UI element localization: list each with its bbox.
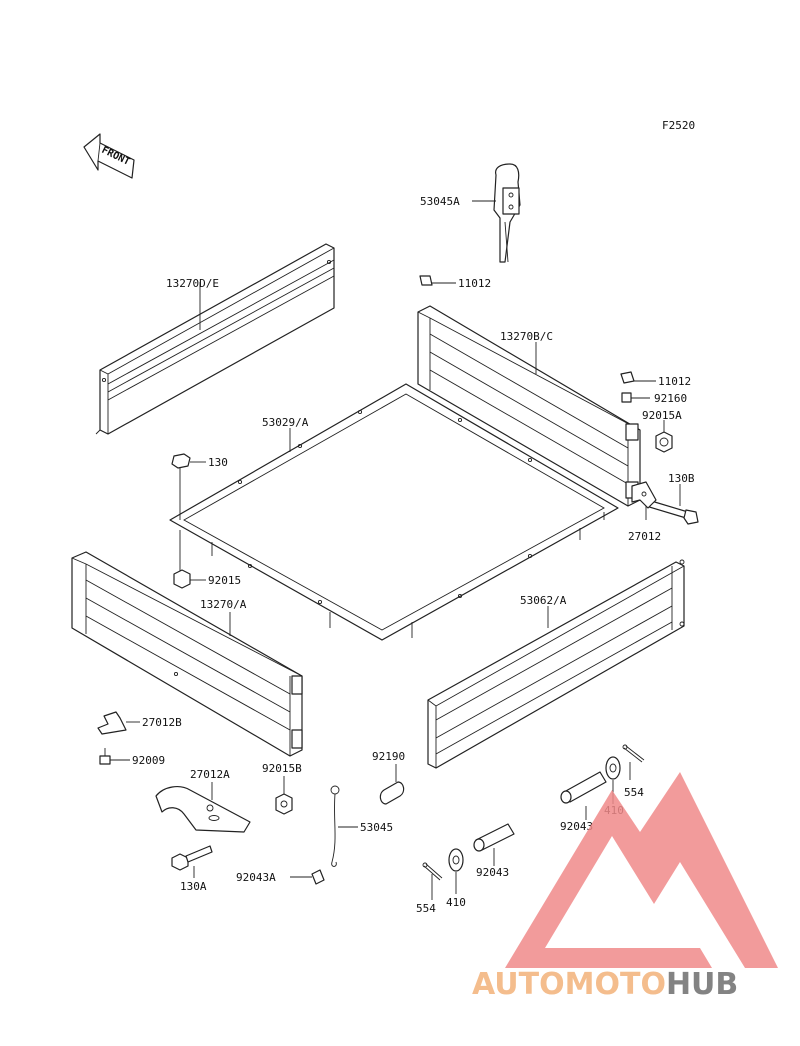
watermark-triangle-icon	[505, 772, 778, 968]
svg-text:AUTOMOTOHUB: AUTOMOTOHUB	[472, 967, 738, 1002]
callout-92190: 92190	[372, 750, 405, 763]
leader-lines	[110, 200, 681, 900]
callout-53045A: 53045A	[420, 195, 460, 208]
callout-13270DE: 13270D/E	[166, 277, 219, 290]
callout-27012B: 27012B	[142, 716, 182, 729]
pin-92043A	[311, 869, 325, 885]
callout-92015B: 92015B	[262, 762, 302, 775]
cotter-pin-554-right	[622, 744, 645, 763]
latch-plate-27012A	[155, 786, 251, 833]
side-panel-13270A	[71, 551, 303, 757]
cable-53045	[330, 785, 340, 867]
rubber-cap-11012-right	[620, 371, 635, 384]
washer-410-right	[605, 756, 621, 780]
callout-130: 130	[208, 456, 228, 469]
nut-92015	[173, 569, 191, 589]
callout-53045: 53045	[360, 821, 393, 834]
hinge-pin-92043-right	[560, 771, 607, 804]
front-arrow-icon: FRONT	[83, 133, 135, 179]
callout-27012A: 27012A	[190, 768, 230, 781]
front-gate-53062A	[427, 559, 685, 769]
nut-92015B	[275, 793, 293, 815]
callout-27012: 27012	[628, 530, 661, 543]
screw-92009	[99, 748, 111, 765]
rubber-cap-11012-top	[419, 275, 433, 286]
callout-92160: 92160	[654, 392, 687, 405]
callout-554-right: 554	[624, 786, 644, 799]
rear-gate-13270DE	[95, 243, 335, 435]
callout-13270BC: 13270B/C	[500, 330, 553, 343]
washer-410-left	[448, 848, 464, 872]
figure-code: F2520	[662, 119, 695, 132]
cushion-92160	[621, 392, 632, 403]
callout-554-left: 554	[416, 902, 436, 915]
hinge-pin-92043-mid	[473, 823, 515, 852]
latch-lever-53045A	[493, 163, 521, 263]
callout-labels: 53045A 11012 13270D/E 13270B/C 11012 921…	[132, 195, 695, 915]
callout-130A: 130A	[180, 880, 207, 893]
watermark-brand-part1: AUTOMOTO	[472, 967, 666, 1002]
callout-92043-mid: 92043	[476, 866, 509, 879]
bolt-130B	[645, 499, 699, 525]
callout-53062A: 53062/A	[520, 594, 567, 607]
bushing-92190	[379, 781, 405, 805]
callout-410-left: 410	[446, 896, 466, 909]
callout-92015: 92015	[208, 574, 241, 587]
watermark-brand-part2: HUB	[666, 967, 738, 1002]
callout-11012-top: 11012	[458, 277, 491, 290]
callout-13270A: 13270/A	[200, 598, 247, 611]
cotter-pin-554-left	[422, 862, 443, 881]
callout-92043-right: 92043	[560, 820, 593, 833]
bolt-130A	[171, 845, 213, 871]
callout-92015A: 92015A	[642, 409, 682, 422]
nut-92015A	[655, 431, 673, 453]
callout-11012-right: 11012	[658, 375, 691, 388]
hook-27012	[631, 481, 657, 509]
callout-53029A: 53029/A	[262, 416, 309, 429]
watermark-logo: AUTOMOTOHUB	[472, 772, 778, 1002]
bed-frame-53029A	[169, 383, 619, 641]
callout-130B: 130B	[668, 472, 695, 485]
callout-92009: 92009	[132, 754, 165, 767]
bolt-130	[171, 453, 191, 572]
callout-92043A: 92043A	[236, 871, 276, 884]
bracket-27012B	[97, 711, 127, 735]
